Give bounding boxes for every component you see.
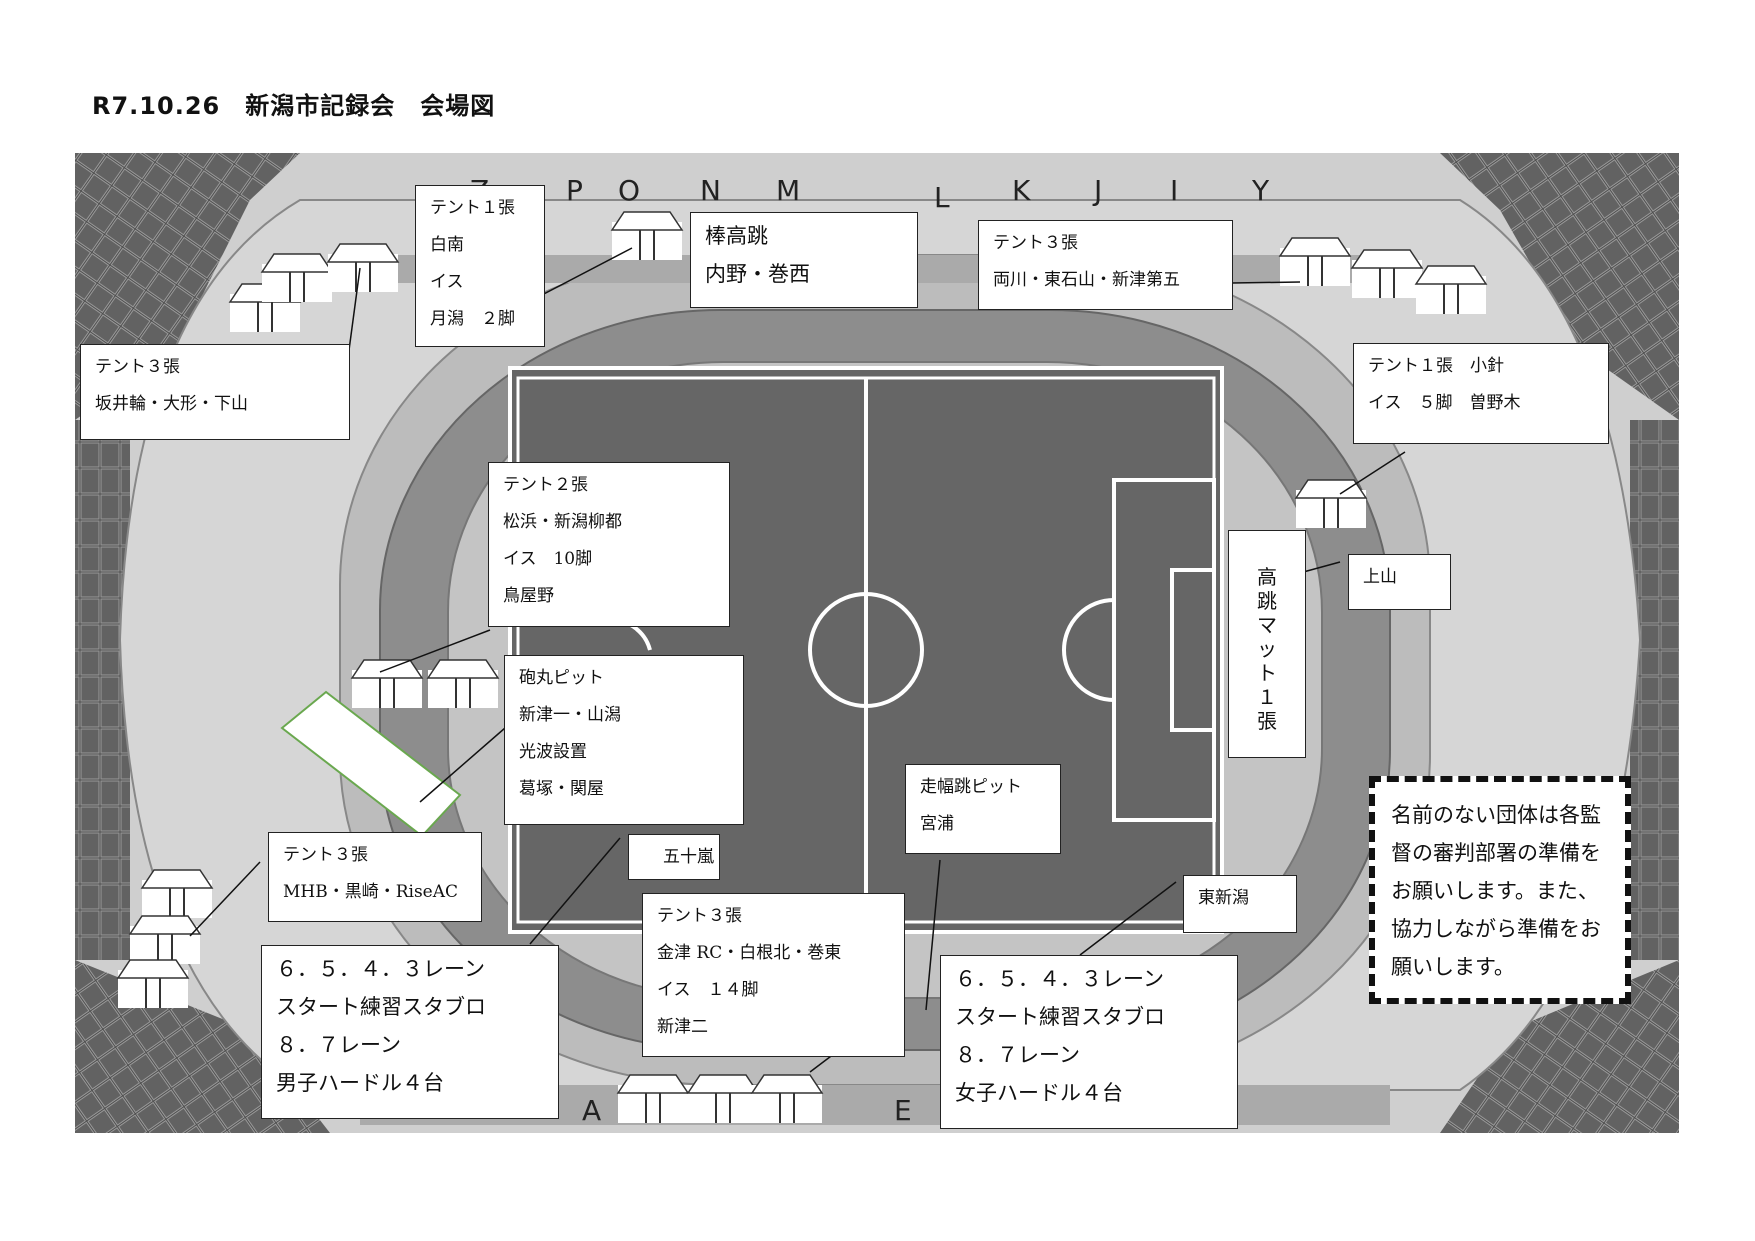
- vertical-glyph: ト: [1257, 661, 1277, 685]
- label-tent3-bottom: テント３張 金津 RC・白根北・巻東 イス １４脚 新津二: [642, 893, 905, 1057]
- tent-markers: [116, 211, 1488, 1123]
- label-line: テント３張: [283, 845, 368, 865]
- label-line: 新津一・山潟: [519, 705, 621, 725]
- label-line: 鳥屋野: [503, 586, 554, 606]
- label-shotput-pit: 砲丸ピット 新津一・山潟 光波設置 葛塚・関屋: [504, 655, 744, 825]
- label-line: 葛塚・関屋: [519, 779, 604, 799]
- vertical-glyph: 張: [1257, 709, 1277, 733]
- label-line: テント２張: [503, 475, 588, 495]
- label-tent1-right: テント１張 小針 イス ５脚 曽野木: [1353, 343, 1609, 444]
- label-line: 白南: [430, 235, 464, 255]
- center-circle: [808, 592, 924, 708]
- label-tent3-mhb: テント３張 MHB・黒崎・RiseAC: [268, 832, 482, 922]
- label-line: スタート練習スタブロ: [955, 1005, 1165, 1029]
- tent-icon: [1350, 249, 1424, 298]
- gate-letter: J: [1092, 174, 1102, 207]
- vertical-glyph: ッ: [1257, 637, 1277, 661]
- label-line: 月潟 ２脚: [430, 309, 515, 329]
- gate-letter: L: [934, 181, 950, 214]
- label-line: 棒高跳: [705, 224, 768, 248]
- label-line: 上山: [1363, 567, 1397, 587]
- tent-icon: [616, 1074, 690, 1123]
- label-line: テント１張 小針: [1368, 356, 1504, 376]
- label-long-jump-pit: 走幅跳ピット 宮浦: [905, 764, 1061, 854]
- label-hurdle-men: ６．５．４．３レーン スタート練習スタブロ ８．７レーン 男子ハードル４台: [261, 945, 559, 1119]
- stand-right: [1630, 420, 1679, 960]
- label-line: 両川・東石山・新津第五: [993, 270, 1180, 290]
- label-line: 男子ハードル４台: [276, 1071, 444, 1095]
- gate-letter: A: [582, 1094, 601, 1127]
- label-line: 東新潟: [1198, 888, 1249, 908]
- label-line: 女子ハードル４台: [955, 1081, 1123, 1105]
- stand-top-right: [1440, 153, 1679, 420]
- vertical-glyph: マ: [1257, 613, 1277, 637]
- instruction-note: 名前のない団体は各監督の審判部署の準備をお願いします。また、協力しながら準備をお…: [1369, 776, 1631, 1004]
- gate-letter: I: [1170, 174, 1178, 207]
- label-line: テント３張: [993, 233, 1078, 253]
- tent-icon: [686, 1074, 760, 1123]
- tent-icon: [260, 253, 334, 302]
- gate-letter: E: [894, 1094, 912, 1127]
- tent-icon: [140, 869, 214, 918]
- label-tent3-top: テント３張 両川・東石山・新津第五: [978, 220, 1233, 310]
- gate-letter: P: [566, 174, 583, 207]
- gate-letter: M: [776, 174, 800, 207]
- tent-icon: [1414, 265, 1488, 314]
- label-pole-vault: 棒高跳 内野・巻西: [690, 212, 918, 308]
- label-tent2-center: テント２張 松浜・新潟柳都 イス 10脚 鳥屋野: [488, 462, 730, 627]
- label-line: イス １４脚: [657, 980, 759, 1000]
- label-line: テント３張: [657, 906, 742, 926]
- tent-icon: [610, 211, 684, 260]
- label-line: ６．５．４．３レーン: [955, 967, 1164, 991]
- tent-icon: [350, 659, 424, 708]
- page-title: R7.10.26 新潟市記録会 会場図: [92, 92, 496, 120]
- label-line: 新津二: [657, 1017, 708, 1037]
- gate-letter: O: [618, 174, 640, 207]
- throwing-area-outline: [280, 690, 462, 838]
- label-line: 坂井輪・大形・下山: [95, 394, 248, 414]
- vertical-glyph: 跳: [1257, 589, 1277, 613]
- gate-letter: Y: [1251, 174, 1270, 207]
- gate-letter: N: [700, 174, 721, 207]
- vertical-glyph: 高: [1257, 565, 1277, 589]
- tent-icon: [326, 243, 400, 292]
- label-igarashi: 五十嵐: [628, 834, 720, 880]
- label-line: 走幅跳ピット: [920, 777, 1022, 797]
- vertical-glyph: １: [1257, 685, 1277, 709]
- label-line: 光波設置: [519, 742, 587, 762]
- label-tent1-shiranami: テント１張 白南 イス 月潟 ２脚: [415, 185, 545, 347]
- stand-left: [75, 420, 130, 960]
- tent-icon: [750, 1074, 824, 1123]
- label-line: 砲丸ピット: [519, 668, 604, 688]
- tent-icon: [1278, 237, 1352, 286]
- gate-letter: K: [1012, 174, 1031, 207]
- label-line: イス 10脚: [503, 549, 593, 569]
- label-line: イス: [430, 272, 464, 292]
- label-hurdle-women: ６．５．４．３レーン スタート練習スタブロ ８．７レーン 女子ハードル４台: [940, 955, 1238, 1129]
- label-line: 宮浦: [920, 814, 954, 834]
- label-line: 五十嵐: [663, 847, 714, 867]
- tent-icon: [128, 915, 202, 964]
- label-uesan: 上山: [1348, 554, 1451, 610]
- label-line: ８．７レーン: [955, 1043, 1080, 1067]
- label-line: ６．５．４．３レーン: [276, 957, 485, 981]
- label-line: MHB・黒崎・RiseAC: [283, 882, 459, 902]
- label-line: スタート練習スタブロ: [276, 995, 486, 1019]
- tent-icon: [426, 659, 500, 708]
- label-line: テント１張: [430, 198, 515, 218]
- label-tent3-left: テント３張 坂井輪・大形・下山: [80, 344, 350, 440]
- label-line: ８．７レーン: [276, 1033, 401, 1057]
- label-line: 金津 RC・白根北・巻東: [657, 943, 842, 963]
- label-higashi-niigata: 東新潟: [1183, 875, 1297, 933]
- label-line: 松浜・新潟柳都: [503, 512, 622, 532]
- tent-icon: [1294, 479, 1368, 528]
- label-line: 内野・巻西: [705, 262, 810, 286]
- label-line: イス ５脚 曽野木: [1368, 393, 1521, 413]
- label-line: テント３張: [95, 357, 180, 377]
- tent-icon: [116, 959, 190, 1008]
